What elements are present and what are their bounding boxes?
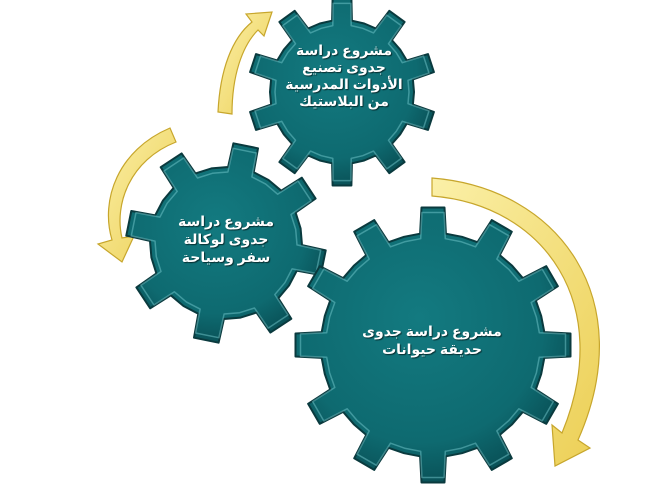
gear-middle	[125, 142, 327, 344]
gear-middle-label: مشروع دراسة جدوى لوكالة سفر وسياحة	[177, 213, 275, 266]
gear-top	[249, 0, 435, 187]
cycle-arrow-right	[431, 177, 601, 467]
gear-body	[125, 142, 327, 344]
gear-top-label: مشروع دراسة جدوى تصنيع الأدوات المدرسية …	[285, 42, 403, 110]
gear-rim-highlight	[130, 147, 322, 339]
gear-body	[249, 0, 435, 187]
gear-bottom	[294, 206, 572, 484]
cycle-arrow-left	[96, 127, 177, 263]
gear-rim-highlight	[299, 211, 567, 479]
gear-bottom-label: مشروع دراسة جدوى حديقة حيوانات	[362, 323, 502, 358]
gear-body	[294, 206, 572, 484]
cycle-arrow-top	[217, 11, 273, 115]
gear-rim-highlight	[254, 2, 430, 182]
